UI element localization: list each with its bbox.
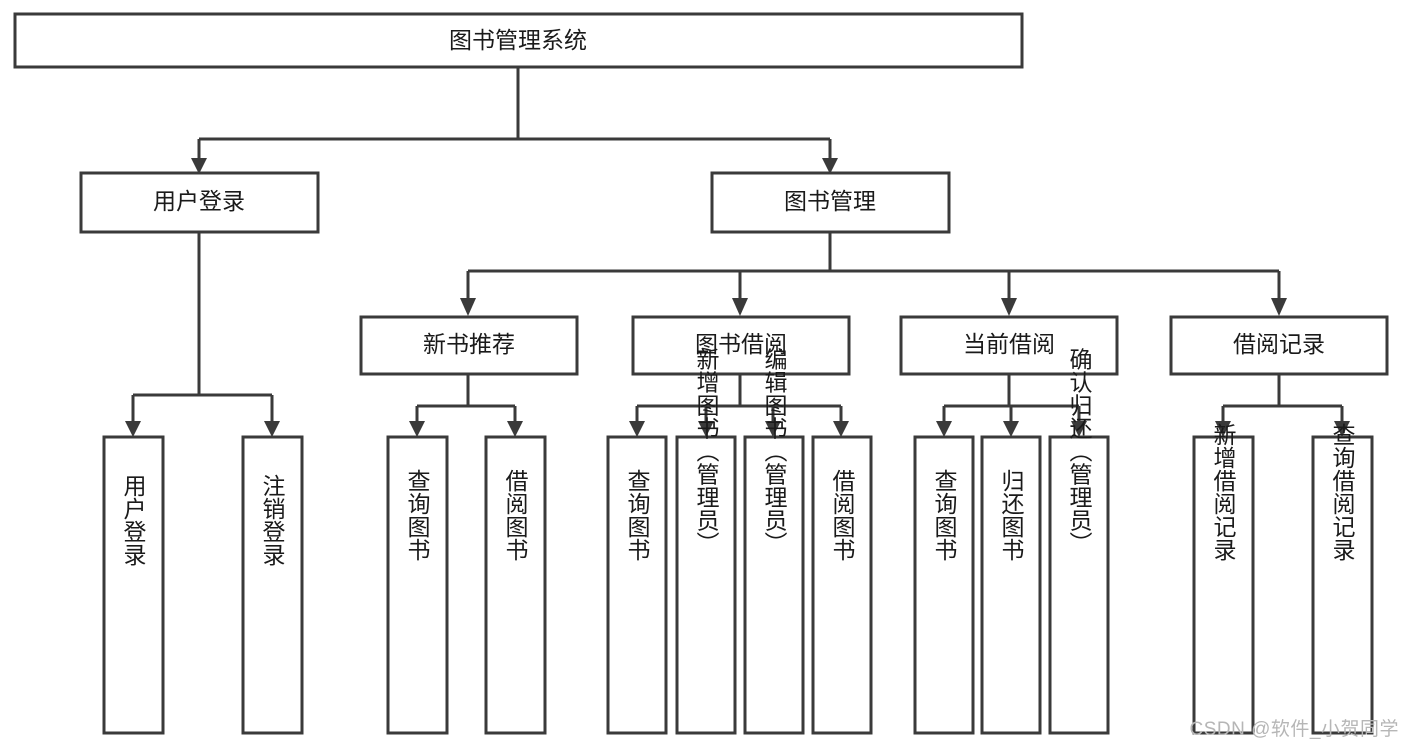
node-root-label: 图书管理系统: [449, 27, 587, 53]
node-new-book-recommend[interactable]: 新书推荐: [359, 315, 579, 376]
node-book-borrow-box[interactable]: [631, 315, 851, 376]
node-user-login-box[interactable]: [79, 171, 320, 234]
node-book-management-box[interactable]: [710, 171, 951, 234]
leaf-current-borrow-2-box[interactable]: [980, 435, 1042, 735]
leaf-book-borrow-1-label: 查询图书: [624, 469, 651, 561]
leaf-book-borrow-4-box[interactable]: [811, 435, 873, 735]
leaf-current-borrow-3-box[interactable]: [1048, 435, 1110, 735]
leaf-borrow-record-1-box[interactable]: [1192, 435, 1255, 735]
leaf-current-borrow-3[interactable]: 确认归还（管理员）: [1048, 348, 1110, 735]
arrow-record-l2: [1334, 421, 1350, 437]
leaf-borrow-record-1-label: 新增借阅记录: [1210, 423, 1237, 561]
node-root[interactable]: 图书管理系统: [13, 12, 1024, 69]
leaf-user-login-1-box[interactable]: [102, 435, 165, 735]
leaf-book-borrow-1[interactable]: 查询图书: [606, 435, 668, 735]
node-root-box[interactable]: [13, 12, 1024, 69]
node-book-borrow[interactable]: 图书借阅: [631, 315, 851, 376]
arrow-current-l2: [1003, 421, 1019, 437]
arrow-borrow-l1: [629, 421, 645, 437]
leaf-book-borrow-4[interactable]: 借阅图书: [811, 435, 873, 735]
leaf-borrow-record-2-box[interactable]: [1311, 435, 1374, 735]
node-user-login-label: 用户登录: [153, 188, 245, 214]
leaf-user-login-1[interactable]: 用户登录: [102, 435, 165, 735]
node-current-borrow-label: 当前借阅: [963, 331, 1055, 357]
connector-group: [125, 67, 1350, 437]
leaf-user-login-2-box[interactable]: [241, 435, 304, 735]
arrow-bookmgmt-c3: [1001, 298, 1017, 316]
leaf-current-borrow-1-label: 查询图书: [931, 469, 958, 561]
leaf-current-borrow-1-box[interactable]: [913, 435, 975, 735]
leaf-new-book-2-label: 借阅图书: [502, 469, 529, 561]
node-book-management-label: 图书管理: [784, 188, 876, 214]
arrow-current-l3: [1071, 421, 1087, 437]
arrow-bookmgmt-c4: [1271, 298, 1287, 316]
leaf-borrow-record-2[interactable]: 查询借阅记录: [1311, 423, 1374, 735]
leaf-new-book-1-label: 查询图书: [404, 469, 431, 561]
arrow-current-l1: [936, 421, 952, 437]
arrow-record-l1: [1215, 421, 1231, 437]
leaf-book-borrow-2-label: 新增图书（管理员）: [693, 348, 720, 555]
arrow-bookmgmt-c2: [732, 298, 748, 316]
node-book-borrow-label: 图书借阅: [695, 331, 787, 357]
leaf-current-borrow-3-label: 确认归还（管理员）: [1066, 348, 1093, 555]
leaf-book-borrow-1-box[interactable]: [606, 435, 668, 735]
node-borrow-record-label: 借阅记录: [1233, 331, 1325, 357]
node-current-borrow-box[interactable]: [899, 315, 1119, 376]
node-new-book-recommend-label: 新书推荐: [423, 331, 515, 357]
leaf-new-book-1-box[interactable]: [386, 435, 449, 735]
arrow-borrow-l3: [765, 421, 781, 437]
leaf-user-login-1-label: 用户登录: [120, 474, 147, 566]
leaf-new-book-1[interactable]: 查询图书: [386, 435, 449, 735]
node-book-management[interactable]: 图书管理: [710, 171, 951, 234]
arrow-root-to-bookmgmt: [822, 158, 838, 174]
node-user-login[interactable]: 用户登录: [79, 171, 320, 234]
leaf-book-borrow-3[interactable]: 编辑图书（管理员）: [743, 348, 805, 735]
leaf-new-book-2[interactable]: 借阅图书: [484, 435, 547, 735]
leaf-new-book-2-box[interactable]: [484, 435, 547, 735]
leaf-book-borrow-3-label: 编辑图书（管理员）: [761, 348, 788, 555]
node-current-borrow[interactable]: 当前借阅: [899, 315, 1119, 376]
leaf-borrow-record-2-label: 查询借阅记录: [1329, 423, 1356, 561]
leaf-user-login-2-label: 注销登录: [259, 474, 286, 566]
arrow-newbook-l1: [409, 421, 425, 437]
leaf-user-login-2[interactable]: 注销登录: [241, 435, 304, 735]
arrow-borrow-l2: [698, 421, 714, 437]
leaf-current-borrow-2-label: 归还图书: [998, 469, 1025, 561]
leaf-book-borrow-2-box[interactable]: [675, 435, 737, 735]
leaf-book-borrow-2[interactable]: 新增图书（管理员）: [675, 348, 737, 735]
arrow-bookmgmt-c1: [460, 298, 476, 316]
arrow-root-to-user: [191, 158, 207, 174]
arrow-user-leaf2: [264, 421, 280, 437]
node-borrow-record[interactable]: 借阅记录: [1169, 315, 1389, 376]
leaf-book-borrow-3-box[interactable]: [743, 435, 805, 735]
arrow-newbook-l2: [507, 421, 523, 437]
node-new-book-recommend-box[interactable]: [359, 315, 579, 376]
leaf-borrow-record-1[interactable]: 新增借阅记录: [1192, 423, 1255, 735]
node-borrow-record-box[interactable]: [1169, 315, 1389, 376]
arrow-borrow-l4: [833, 421, 849, 437]
leaf-current-borrow-1[interactable]: 查询图书: [913, 435, 975, 735]
leaf-book-borrow-4-label: 借阅图书: [829, 469, 856, 561]
leaf-current-borrow-2[interactable]: 归还图书: [980, 435, 1042, 735]
arrow-user-leaf1: [125, 421, 141, 437]
